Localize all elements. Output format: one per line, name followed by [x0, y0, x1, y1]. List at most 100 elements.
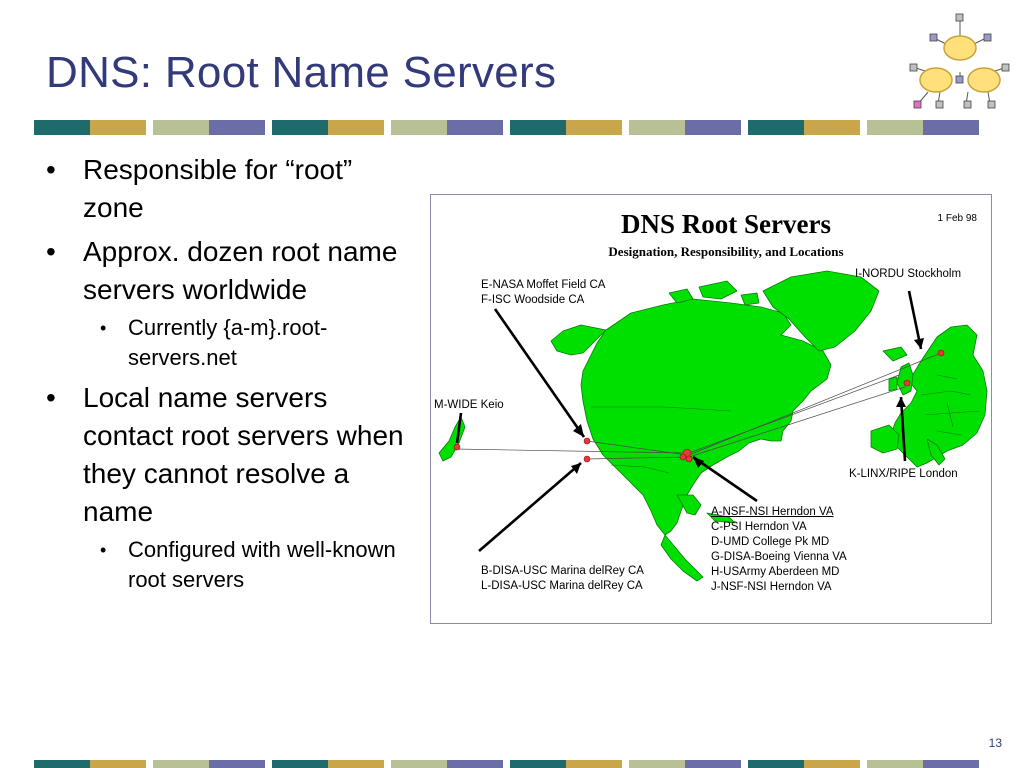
stripe-segment	[629, 760, 685, 768]
figure-title: DNS Root Servers	[621, 209, 831, 239]
bullet-item: •Approx. dozen root name servers worldwi…	[44, 233, 404, 309]
link-line	[586, 456, 688, 460]
alaska	[550, 324, 607, 356]
server-marker	[903, 379, 911, 387]
link-line	[454, 448, 688, 454]
gulf-peninsula	[676, 494, 702, 516]
server-marker	[583, 455, 591, 463]
central-america	[660, 534, 704, 582]
stripe-gap	[265, 760, 272, 768]
stripe-segment	[272, 760, 328, 768]
world-map	[438, 270, 988, 582]
link-line	[688, 386, 906, 458]
stripe-gap	[622, 760, 629, 768]
arrowhead	[693, 457, 704, 468]
server-marker	[583, 437, 591, 445]
bullet-list: •Responsible for “root” zone •Approx. do…	[44, 145, 404, 595]
arctic-island-1	[698, 280, 738, 300]
stripe-gap	[622, 120, 629, 135]
stripe-segment	[328, 120, 384, 135]
link-line	[688, 374, 900, 454]
cuba	[706, 512, 736, 524]
stripe-segment	[447, 120, 503, 135]
stripe-segment	[923, 760, 979, 768]
pointer-arrow	[478, 462, 582, 552]
stripe-segment	[90, 120, 146, 135]
root-servers-figure: DNS Root Servers Designation, Responsibi…	[430, 194, 992, 624]
stripe-gap	[146, 760, 153, 768]
iberia	[870, 424, 900, 454]
label-wide: M-WIDE Keio	[434, 399, 504, 411]
stripe-segment	[391, 760, 447, 768]
label-nasa-isc: E-NASA Moffet Field CA F-ISC Woodside CA	[481, 279, 606, 306]
pointer-arrow	[899, 396, 907, 462]
stripe-gap	[503, 120, 510, 135]
page-number: 13	[988, 736, 1002, 750]
stripe-gap	[265, 120, 272, 135]
pointer-arrow	[493, 308, 586, 438]
stripe-segment	[391, 120, 447, 135]
label-linx-ripe: K-LINX/RIPE London	[849, 468, 958, 480]
stripe-segment	[510, 120, 566, 135]
stripe-gap	[860, 760, 867, 768]
top-stripe-bar	[34, 120, 979, 135]
figure-subtitle: Designation, Responsibility, and Locatio…	[608, 244, 844, 259]
server-marker	[679, 453, 687, 461]
bullet-dot: •	[46, 236, 56, 267]
stripe-segment	[867, 760, 923, 768]
sub-bullet-text: Configured with well-known root servers	[128, 537, 396, 592]
stripe-segment	[566, 760, 622, 768]
stripe-gap	[860, 120, 867, 135]
stripe-gap	[741, 760, 748, 768]
arrowhead	[573, 424, 584, 437]
stripe-segment	[629, 120, 685, 135]
us-mexico-border	[610, 464, 670, 474]
label-disa-usc: B-DISA-USC Marina delRey CA L-DISA-USC M…	[481, 565, 644, 592]
stripe-segment	[804, 760, 860, 768]
us-canada-border	[591, 406, 732, 412]
stripe-segment	[867, 120, 923, 135]
server-marker	[937, 349, 945, 357]
network-logo-icon	[909, 13, 1010, 109]
arrowhead	[571, 463, 581, 474]
stripe-segment	[923, 120, 979, 135]
stripe-segment	[447, 760, 503, 768]
north-america-landmass	[580, 298, 832, 536]
bullet-text: Responsible for “root” zone	[83, 154, 353, 223]
link-line	[688, 352, 942, 456]
server-marker	[685, 455, 693, 463]
stripe-gap	[384, 120, 391, 135]
bullet-dot: •	[46, 382, 56, 413]
greenland	[762, 270, 880, 352]
arctic-island-3	[740, 292, 760, 306]
stripe-segment	[34, 120, 90, 135]
japan	[438, 416, 466, 462]
bullet-dot: •	[100, 318, 107, 338]
europe-landmass	[890, 324, 988, 468]
arrowhead	[914, 338, 924, 349]
stripe-gap	[503, 760, 510, 768]
figure-date: 1 Feb 98	[937, 213, 977, 224]
bullet-item: •Responsible for “root” zone	[44, 151, 404, 227]
label-herndon-group: A-NSF-NSI Herndon VA C-PSI Herndon VA D-…	[711, 506, 847, 593]
stripe-segment	[510, 760, 566, 768]
stripe-segment	[153, 120, 209, 135]
stripe-segment	[685, 120, 741, 135]
arctic-island-2	[668, 288, 694, 304]
stripe-segment	[209, 760, 265, 768]
stripe-segment	[153, 760, 209, 768]
bullet-text: Local name servers contact root servers …	[83, 382, 404, 527]
arrowhead	[896, 397, 906, 407]
server-marker	[453, 443, 461, 451]
stripe-segment	[328, 760, 384, 768]
ireland	[888, 376, 898, 392]
stripe-segment	[272, 120, 328, 135]
stripe-segment	[804, 120, 860, 135]
bullet-item: • Local name servers contact root servers…	[44, 379, 404, 531]
stripe-segment	[748, 120, 804, 135]
europe-borders	[920, 374, 980, 436]
bullet-dot: •	[100, 540, 107, 560]
pointer-arrow	[455, 412, 463, 444]
stripe-segment	[90, 760, 146, 768]
sub-bullet-item: • Configured with well-known root servers	[44, 535, 404, 595]
